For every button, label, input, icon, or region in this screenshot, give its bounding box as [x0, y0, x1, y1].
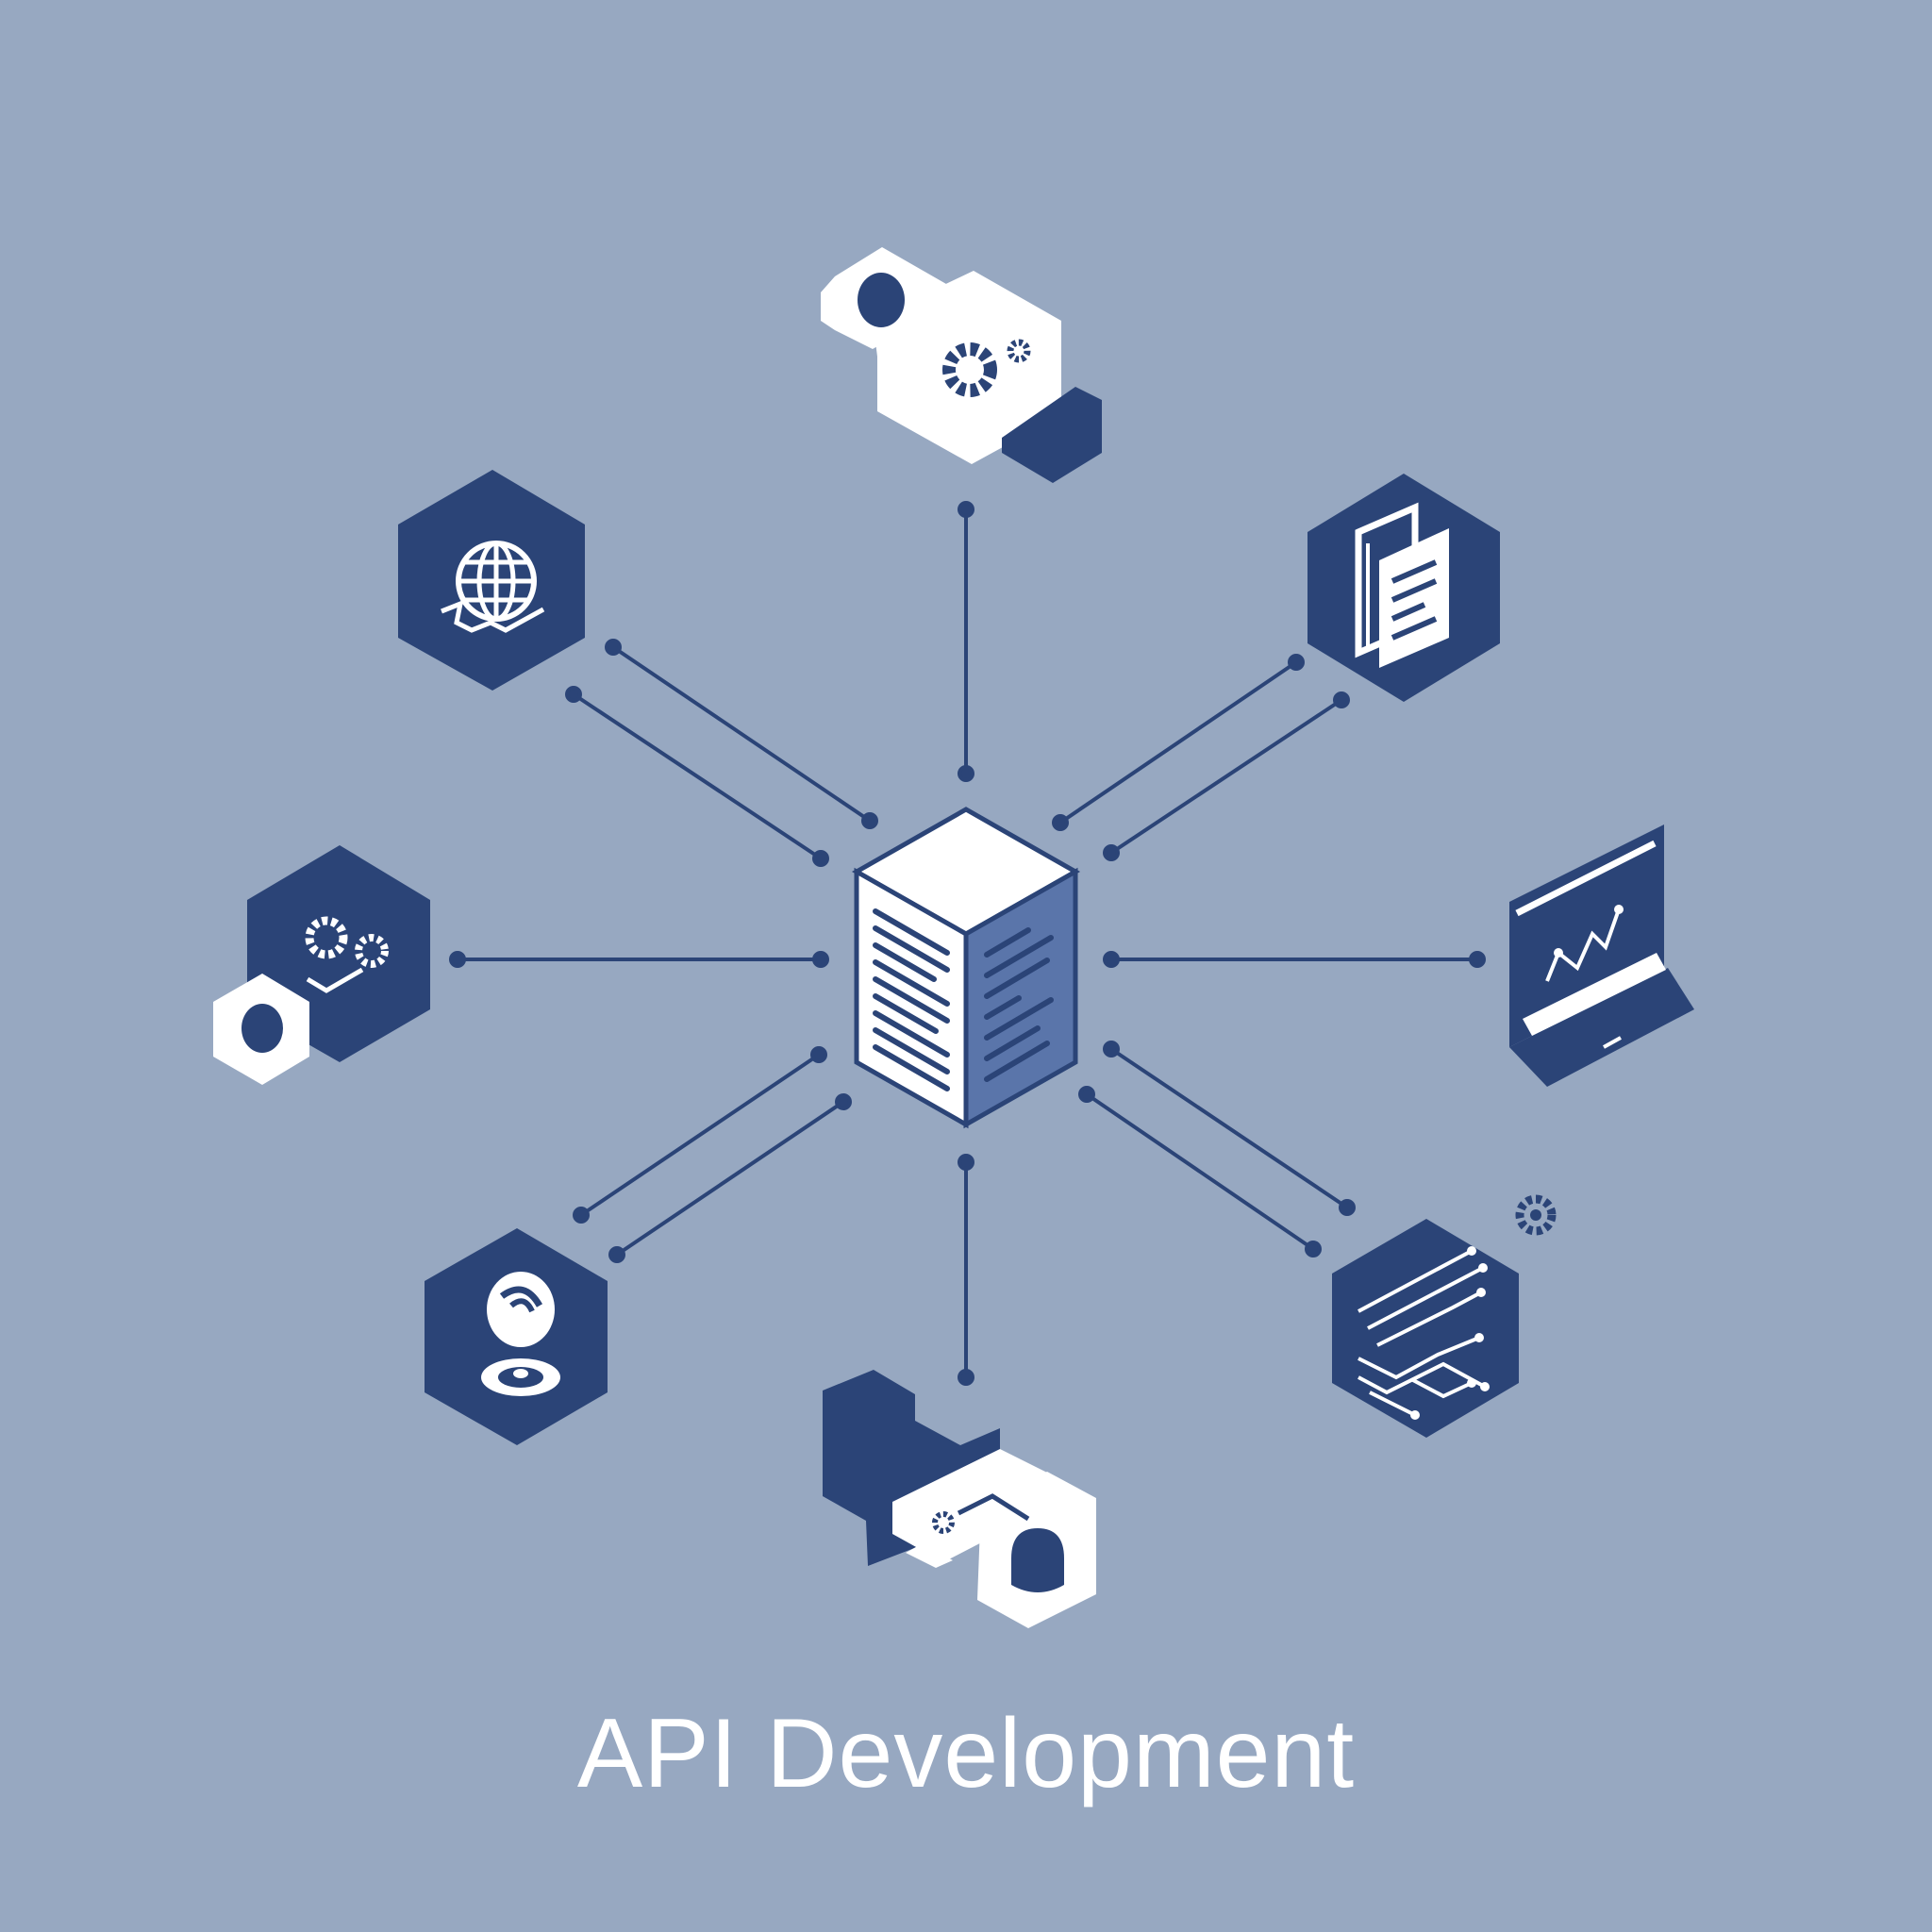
- globe-gears-icon: [398, 470, 585, 691]
- connector-upper-right: [1052, 654, 1350, 861]
- server-cube-icon: [851, 807, 1081, 1129]
- connector-left: [449, 951, 829, 968]
- user-profile-icon: [425, 1228, 608, 1445]
- diagram-caption: API Development: [576, 1699, 1356, 1808]
- connector-top: [958, 501, 974, 782]
- documents-icon: [1307, 474, 1500, 702]
- user-settings-blocks-icon: [821, 247, 1102, 483]
- connector-lower-left: [573, 1046, 852, 1263]
- laptop-chart-icon: [1509, 824, 1694, 1087]
- connector-lines: [449, 501, 1486, 1386]
- circuit-icon: [1332, 1194, 1557, 1438]
- connector-right: [1103, 951, 1486, 968]
- database-blocks-icon: [823, 1370, 1096, 1628]
- gears-icon: [213, 845, 430, 1085]
- connector-bottom: [958, 1154, 974, 1386]
- connector-lower-right: [1078, 1041, 1356, 1257]
- connector-upper-left: [565, 639, 878, 867]
